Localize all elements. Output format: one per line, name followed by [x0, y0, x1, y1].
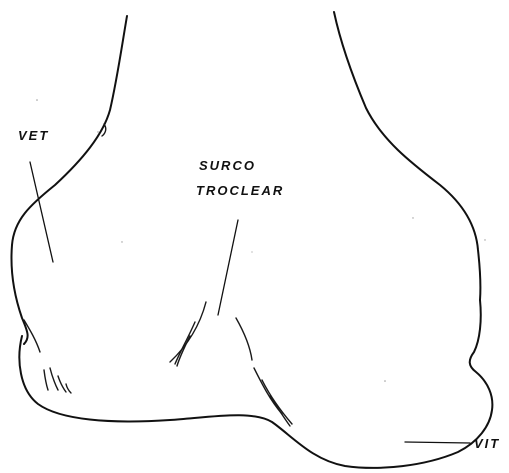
groove-stroke-right-3	[262, 380, 292, 424]
femur-outline	[11, 12, 492, 468]
trochlear-groove-strokes	[170, 302, 292, 426]
leader-lines	[30, 162, 470, 443]
groove-stroke-left-2	[175, 322, 195, 364]
troclear-label: TROCLEAR	[196, 183, 284, 198]
vet-leader-line	[30, 162, 53, 262]
groove-stroke-left-3	[177, 336, 190, 366]
groove-stroke-left-1	[170, 302, 206, 362]
medial-shaft-edge	[334, 12, 480, 300]
vet-label: VET	[18, 128, 49, 143]
surco-troclear-leader-line	[218, 220, 238, 315]
vit-label: VIT	[474, 436, 500, 451]
surco-label: SURCO	[199, 158, 256, 173]
lateral-shaft-edge	[11, 16, 127, 344]
lateral-condyle-hatching	[24, 320, 71, 393]
vit-leader-line	[405, 442, 470, 443]
paper-specks	[36, 99, 485, 382]
groove-stroke-right-1	[236, 318, 252, 360]
